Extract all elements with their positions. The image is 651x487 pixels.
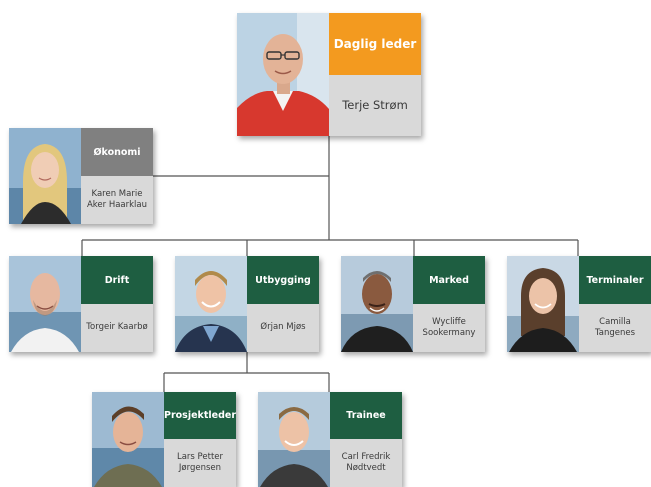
photo-carl-fredrik bbox=[258, 392, 330, 487]
name-carl-fredrik: Carl Fredrik Nødtvedt bbox=[330, 439, 402, 487]
role-trainee: Trainee bbox=[330, 392, 402, 439]
role-terminaler: Terminaler bbox=[579, 256, 651, 304]
photo-camilla bbox=[507, 256, 579, 352]
role-marked: Marked bbox=[413, 256, 485, 304]
card-utbygging: Utbygging Ørjan Mjøs bbox=[175, 256, 319, 352]
card-marked: Marked Wycliffe Sookermany bbox=[341, 256, 485, 352]
photo-terje-strom bbox=[237, 13, 329, 136]
photo-wycliffe bbox=[341, 256, 413, 352]
name-camilla: Camilla Tangenes bbox=[579, 304, 651, 352]
card-prosjektleder: Prosjektleder Lars Petter Jørgensen bbox=[92, 392, 236, 487]
card-drift: Drift Torgeir Kaarbø bbox=[9, 256, 153, 352]
photo-orjan bbox=[175, 256, 247, 352]
role-okonomi: Økonomi bbox=[81, 128, 153, 176]
role-daglig-leder: Daglig leder bbox=[329, 13, 421, 75]
card-daglig-leder: Daglig leder Terje Strøm bbox=[237, 13, 421, 136]
photo-karen-marie bbox=[9, 128, 81, 224]
role-utbygging: Utbygging bbox=[247, 256, 319, 304]
photo-lars-petter bbox=[92, 392, 164, 487]
name-karen-marie: Karen Marie Aker Haarklau bbox=[81, 176, 153, 224]
role-prosjektleder: Prosjektleder bbox=[164, 392, 236, 439]
card-trainee: Trainee Carl Fredrik Nødtvedt bbox=[258, 392, 402, 487]
name-torgeir: Torgeir Kaarbø bbox=[81, 304, 153, 352]
photo-torgeir bbox=[9, 256, 81, 352]
name-lars-petter: Lars Petter Jørgensen bbox=[164, 439, 236, 487]
name-wycliffe: Wycliffe Sookermany bbox=[413, 304, 485, 352]
card-okonomi: Økonomi Karen Marie Aker Haarklau bbox=[9, 128, 153, 224]
name-orjan: Ørjan Mjøs bbox=[247, 304, 319, 352]
role-drift: Drift bbox=[81, 256, 153, 304]
name-terje-strom: Terje Strøm bbox=[329, 75, 421, 136]
card-terminaler: Terminaler Camilla Tangenes bbox=[507, 256, 651, 352]
